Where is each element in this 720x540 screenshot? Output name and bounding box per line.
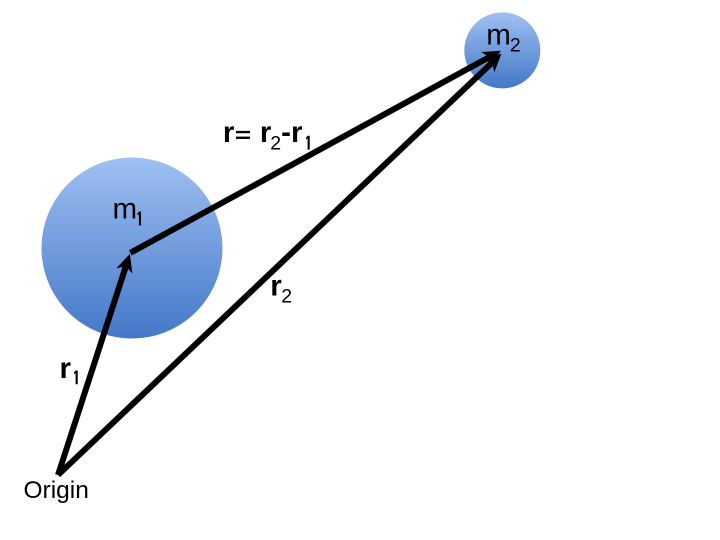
- svg-text:r2: r2: [270, 270, 292, 308]
- svg-text:m: m: [113, 193, 138, 226]
- svg-text:Origin: Origin: [24, 477, 89, 504]
- svg-text:r= r2-r: r= r2-r: [223, 116, 303, 155]
- svg-text:r: r: [60, 352, 72, 385]
